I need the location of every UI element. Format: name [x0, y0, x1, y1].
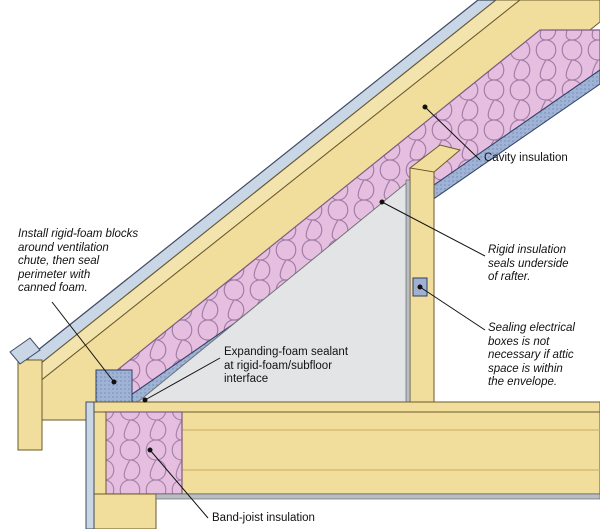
- leader-blocks: [51, 301, 115, 383]
- leader-cavity: [424, 106, 481, 161]
- leader-dot: [111, 379, 117, 385]
- leader-dots: [111, 104, 428, 453]
- eave-trim: [9, 337, 41, 365]
- leader-dot: [422, 104, 428, 110]
- knee-wall-drywall: [405, 179, 411, 405]
- callout-cavity-insulation: Cavity insulation: [484, 152, 568, 164]
- foam-block-dots: [96, 370, 132, 402]
- callout-foam-blocks: Install rigid-foam blocks around ventila…: [18, 228, 139, 294]
- wall-sheathing: [85, 401, 95, 529]
- cavity-insulation-pattern: [100, 30, 600, 404]
- band-joist: [93, 411, 107, 495]
- leader-rigid: [381, 201, 486, 257]
- ceiling-drywall: [155, 493, 600, 500]
- callout-foam-sealant: Expanding-foam sealant at rigid-foam/sub…: [224, 346, 349, 385]
- subfloor: [93, 401, 600, 413]
- leader-dot: [417, 284, 423, 290]
- leader-dot: [142, 397, 148, 403]
- leader-foam-sealant: [144, 357, 221, 401]
- eave-fascia: [17, 359, 43, 451]
- callout-electrical-boxes: Sealing electrical boxes is not necessar…: [488, 322, 575, 388]
- leader-band-joist: [149, 449, 209, 519]
- leader-dot: [379, 199, 385, 205]
- leader-dot: [147, 447, 153, 453]
- callout-band-joist: Band-joist insulation: [212, 512, 315, 524]
- callout-rigid-insulation: Rigid insulation seals underside of raft…: [488, 244, 569, 283]
- leader-lines: [51, 106, 486, 519]
- exterior-wall: [93, 493, 157, 529]
- ceiling-framing: [408, 144, 462, 173]
- leader-electrical: [419, 286, 486, 331]
- band-joist-insulation-pattern: [104, 412, 182, 494]
